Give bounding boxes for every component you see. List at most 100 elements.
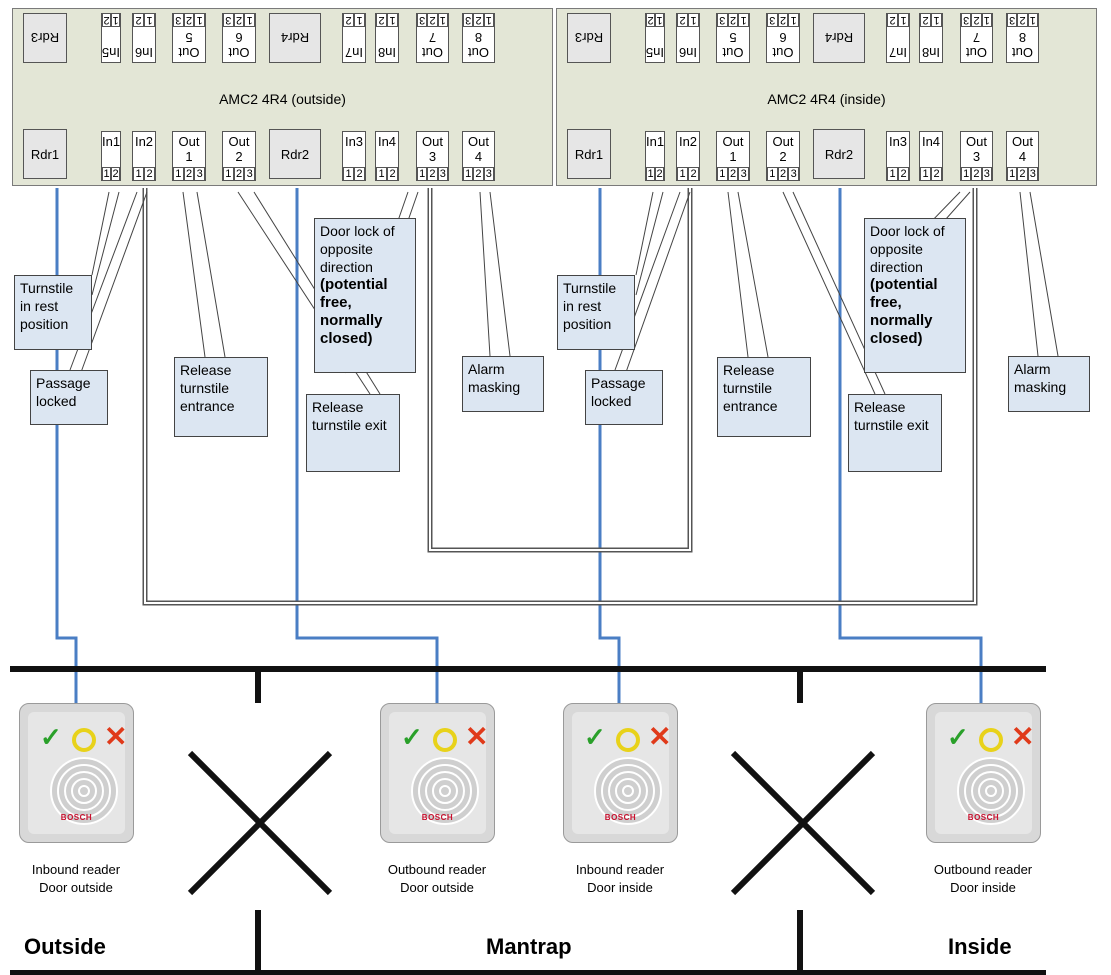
rfid-rings-icon — [50, 757, 118, 825]
pin: 2 — [144, 167, 155, 180]
controller-title: AMC2 4R4 (inside) — [767, 91, 886, 107]
check-icon: ✓ — [947, 722, 969, 752]
cross-icon: ✕ — [104, 721, 128, 752]
rfid-rings-icon — [594, 757, 662, 825]
pin: 2 — [898, 167, 909, 180]
terminal-label: In6 — [678, 45, 698, 60]
pin: 2 — [473, 167, 484, 180]
terminal-label: In2 — [678, 134, 698, 149]
terminal-rdr4: Rdr4 — [813, 13, 865, 63]
pin: 2 — [233, 14, 245, 27]
pin: 2 — [376, 14, 387, 27]
pin: 2 — [646, 14, 655, 27]
reader-face: ✓ ✕ BOSCH — [935, 712, 1035, 834]
callout-passage-locked: Passage locked — [30, 370, 108, 425]
pin: 3 — [194, 167, 206, 180]
turnstile-x-right — [730, 750, 876, 896]
terminal-label: Out 7 — [966, 30, 987, 60]
pin: 1 — [767, 167, 778, 180]
interlock-door-outside-inner — [429, 188, 691, 551]
brand-logo: BOSCH — [60, 813, 93, 822]
terminal-label: Out 5 — [178, 30, 200, 60]
reader-caption-line2: Door inside — [950, 880, 1016, 895]
callout-text: Door lock of opposite direction — [870, 223, 945, 275]
turnstile-x-left — [187, 750, 333, 896]
pin: 1 — [1027, 14, 1038, 27]
callout-alarm-masking: Alarm masking — [1008, 356, 1090, 412]
callout-leader — [182, 191, 226, 358]
pin: 2 — [655, 167, 664, 180]
controller-title: AMC2 4R4 (outside) — [219, 91, 346, 107]
cross-icon: ✕ — [465, 721, 489, 752]
callout-door-lock: Door lock of opposite direction(potentia… — [864, 218, 966, 373]
pin: 1 — [133, 167, 144, 180]
pin: 1 — [961, 167, 972, 180]
cross-icon: ✕ — [1011, 721, 1035, 752]
pin: 1 — [194, 14, 205, 27]
pin: 2 — [688, 167, 699, 180]
brand-logo: BOSCH — [967, 813, 1000, 822]
callout-leader — [727, 191, 769, 358]
terminal-label: Out 2 — [772, 134, 794, 164]
reader-caption-line2: Door outside — [39, 880, 113, 895]
terminal-label: Out 1 — [178, 134, 200, 164]
check-icon: ✓ — [401, 722, 423, 752]
pin: 3 — [172, 14, 184, 27]
pin: 2 — [727, 14, 739, 27]
terminal-label: In3 — [344, 134, 364, 149]
pin: 1 — [931, 14, 942, 27]
terminal-label: In4 — [921, 134, 941, 149]
pin: 1 — [354, 14, 365, 27]
terminal-label: Out 3 — [966, 134, 987, 164]
pin: 2 — [777, 167, 789, 180]
pin: 3 — [244, 167, 256, 180]
terminal-label: In6 — [134, 45, 154, 60]
reader-caption-line1: Outbound reader — [933, 862, 1033, 877]
reader-face: ✓ ✕ BOSCH — [28, 712, 128, 834]
terminal-label: In1 — [102, 134, 121, 149]
callout-text-bold: (potential free, normally closed) — [320, 276, 388, 347]
pin: 1 — [655, 14, 664, 27]
pin: 1 — [788, 14, 799, 27]
pin: 1 — [688, 14, 699, 27]
check-icon: ✓ — [40, 722, 62, 752]
reader-cable-outside-inbound — [55, 188, 78, 704]
pin: 1 — [981, 14, 992, 27]
card-reader-device: ✓ ✕ BOSCH — [19, 703, 134, 843]
terminal-rdr2: Rdr2 — [813, 129, 865, 179]
pin: 1 — [463, 167, 474, 180]
pin: 1 — [717, 167, 728, 180]
card-reader-device: ✓✕BOSCH — [563, 703, 678, 843]
pin: 3 — [981, 167, 992, 180]
callout-leader — [1019, 191, 1059, 357]
terminal-label: Out 3 — [422, 134, 443, 164]
callout-leader — [91, 191, 120, 296]
